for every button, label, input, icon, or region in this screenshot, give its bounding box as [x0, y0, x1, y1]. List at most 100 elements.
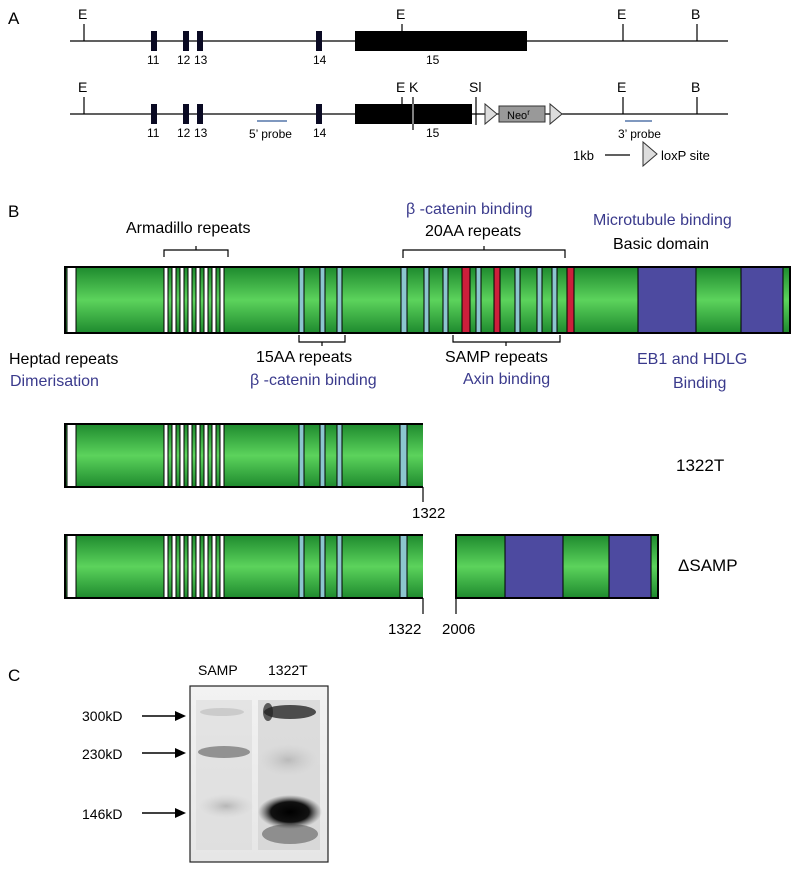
map2-exon-label-11: 11 — [147, 126, 160, 140]
map2-exon-label-13: 13 — [194, 126, 208, 140]
construct-1322t-pos: 1322 — [412, 505, 445, 522]
probe-5-label: 5’ probe — [249, 127, 292, 141]
armadillo-repeat — [195, 423, 201, 488]
map2-exon-11 — [151, 104, 157, 124]
map2-exon-12 — [183, 104, 189, 124]
aa20-repeat — [423, 266, 430, 334]
neo-label: Neor — [507, 108, 530, 122]
armadillo-repeat — [203, 266, 209, 334]
map2-exon-label-15: 15 — [426, 126, 440, 140]
bar-background — [65, 424, 423, 487]
map2-site-k: K — [409, 79, 419, 95]
armadillo-repeat — [211, 423, 217, 488]
heptad-repeat — [66, 534, 77, 599]
lane-label-1322t: 1322T — [268, 662, 308, 678]
map2-site-e3: E — [617, 79, 626, 95]
aa15-repeat — [298, 266, 305, 334]
panel-label-a: A — [8, 9, 20, 28]
armadillo-repeat — [195, 534, 201, 599]
arrow-right-icon — [175, 711, 186, 721]
eb1-hdlg-domain — [608, 534, 652, 599]
map1-exon-14 — [316, 31, 322, 51]
aa20-repeat — [475, 266, 482, 334]
map2-site-e1: E — [78, 79, 87, 95]
map1-site-e3: E — [617, 6, 626, 22]
map1-site-b: B — [691, 6, 700, 22]
map1-exon-11 — [151, 31, 157, 51]
map1-exon-label-14: 14 — [313, 53, 327, 67]
aa15-repeat — [298, 534, 305, 599]
neo-cassette — [498, 105, 546, 123]
armadillo-repeat — [195, 266, 201, 334]
basic-domain-label: Basic domain — [613, 236, 709, 253]
apc-full-length-bar — [64, 266, 791, 334]
heptad-repeat — [66, 266, 77, 334]
heptad-repeat — [66, 423, 77, 488]
samp-repeat — [566, 266, 575, 334]
scale-label: 1kb — [573, 148, 594, 163]
armadillo-repeat — [187, 534, 193, 599]
construct-dsamp-bar — [64, 534, 659, 599]
aa15-repeat — [319, 266, 326, 334]
band-samp-230 — [198, 746, 250, 758]
axin-label: Axin binding — [463, 371, 550, 388]
armadillo-label: Armadillo repeats — [126, 220, 251, 237]
wildtype-map: E E E B 11 12 13 14 15 — [70, 6, 728, 67]
aa20-repeat — [400, 266, 408, 334]
microtubule-domain — [504, 534, 564, 599]
dimerisation-label: Dimerisation — [10, 373, 99, 390]
armadillo-repeat — [211, 534, 217, 599]
aa20-repeat — [442, 266, 449, 334]
map2-exon-label-14: 14 — [313, 126, 327, 140]
loxp-legend-label: loxP site — [661, 148, 710, 163]
construct-dsamp-label: ΔSAMP — [678, 556, 738, 575]
panel-label-b: B — [8, 202, 19, 221]
lane-label-samp: SAMP — [198, 662, 238, 678]
aa15-label: 15AA repeats — [256, 349, 352, 366]
beta-catenin-top-label: β -catenin binding — [406, 201, 533, 218]
armadillo-repeat — [187, 423, 193, 488]
armadillo-repeat — [179, 423, 185, 488]
map-legend: 1kb loxP site — [573, 140, 710, 168]
map1-exon-label-13: 13 — [194, 53, 208, 67]
construct-1322t-bar — [64, 423, 423, 488]
armadillo-repeat — [171, 266, 177, 334]
arrow-right-icon — [175, 808, 186, 818]
loxp-legend-icon — [642, 140, 658, 168]
eb1-label-line2: Binding — [673, 375, 726, 392]
armadillo-repeat — [187, 266, 193, 334]
band-1322t-146 — [258, 795, 322, 829]
construct-1322t-label: 1322T — [676, 456, 724, 475]
armadillo-repeat — [203, 423, 209, 488]
bar-outline — [64, 534, 423, 599]
armadillo-repeat — [203, 534, 209, 599]
construct-dsamp-pos2: 2006 — [442, 621, 475, 638]
eb1-label-line1: EB1 and HDLG — [637, 351, 747, 368]
panel-label-c: C — [8, 666, 20, 685]
aa20-repeat — [399, 423, 408, 488]
map1-site-e1: E — [78, 6, 87, 22]
aa15-repeat — [319, 534, 326, 599]
aa20-label: 20AA repeats — [425, 223, 521, 240]
aa20-repeat — [536, 266, 543, 334]
aa20-repeat — [399, 534, 408, 599]
armadillo-repeat — [179, 266, 185, 334]
armadillo-repeat — [211, 266, 217, 334]
armadillo-repeat — [219, 423, 225, 488]
armadillo-repeat — [163, 266, 169, 334]
bar-outline — [64, 423, 423, 488]
map1-site-e2: E — [396, 6, 405, 22]
loxp-site-icon — [549, 102, 563, 126]
bar-outline — [455, 534, 659, 599]
aa15-repeat — [336, 423, 343, 488]
map1-exon-15 — [355, 31, 527, 51]
loxp-site-icon — [484, 102, 498, 126]
aa15-repeat — [319, 423, 326, 488]
arrow-right-icon — [175, 748, 186, 758]
aa15-repeat — [336, 534, 343, 599]
armadillo-repeat — [179, 534, 185, 599]
armadillo-repeat — [219, 534, 225, 599]
map2-site-e2: E — [396, 79, 405, 95]
heptad-label: Heptad repeats — [9, 351, 118, 368]
